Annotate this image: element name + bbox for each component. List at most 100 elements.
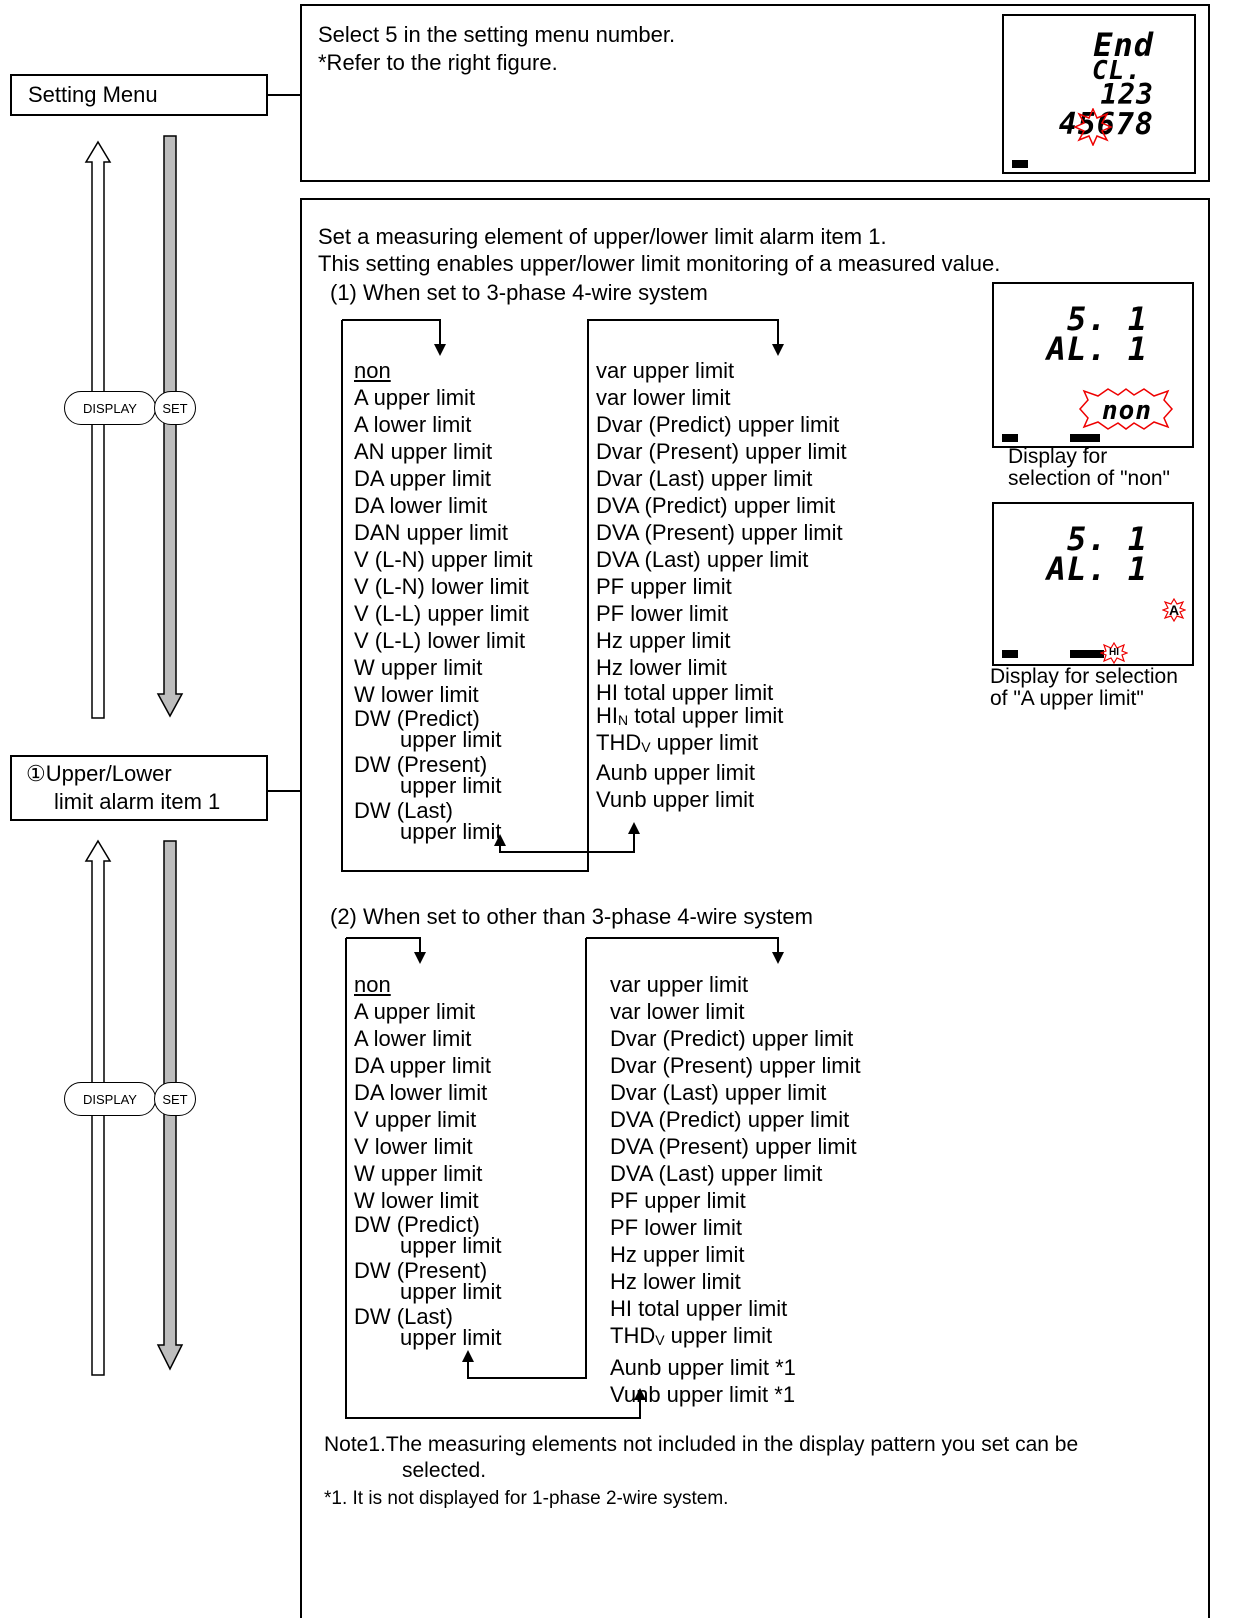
lcd-unit: A [1168, 602, 1180, 618]
lcd-row: AL. 1 [1046, 550, 1148, 588]
list-item[interactable]: THDV upper limit [610, 1322, 861, 1354]
list-item[interactable]: Hz upper limit [610, 1242, 745, 1267]
lcd-non-caption-line1: Display for [1008, 445, 1108, 468]
list-item[interactable]: A lower limit [354, 412, 472, 437]
list-item[interactable]: W upper limit [354, 655, 483, 680]
list-item[interactable]: Dvar (Last) upper limit [610, 1080, 827, 1105]
list-item[interactable]: V (L-L) upper limit [354, 601, 529, 626]
list-item[interactable]: var lower limit [610, 999, 745, 1024]
list-item[interactable]: DW (Present)upper limit [354, 1258, 502, 1304]
lcd-row: 123 [1100, 78, 1154, 111]
list-item[interactable]: A upper limit [354, 999, 476, 1024]
list-item[interactable]: HI total upper limit [610, 1296, 788, 1321]
list-item[interactable]: AN upper limit [354, 439, 493, 464]
item-text: upper limit [400, 773, 502, 798]
list-item[interactable]: var upper limit [610, 972, 749, 997]
list-item[interactable]: non [354, 972, 391, 997]
list-item[interactable]: PF upper limit [610, 1188, 746, 1213]
list-item[interactable]: non [354, 358, 391, 383]
list-item[interactable]: DW (Last)upper limit [354, 1304, 501, 1349]
item-text: DW (Last) [354, 1304, 453, 1329]
note1-line1: Note1.The measuring elements not include… [324, 1433, 1079, 1456]
list-item[interactable]: DVA (Last) upper limit [596, 547, 809, 572]
list-item[interactable]: Aunb upper limit *1 [610, 1355, 796, 1380]
list-item[interactable]: var upper limit [596, 358, 735, 383]
list-item[interactable]: HI total upper limit [596, 680, 774, 705]
item-subscript: N [618, 712, 629, 728]
list-item[interactable]: DVA (Last) upper limit [610, 1161, 823, 1186]
list-item[interactable]: Hz upper limit [596, 628, 731, 653]
item-text: upper limit [400, 1279, 502, 1304]
list-item[interactable]: var lower limit [596, 385, 731, 410]
list-item[interactable]: Vunb upper limit *1 [610, 1382, 796, 1407]
blink-burst-icon [1074, 108, 1112, 146]
set-key[interactable]: SET [154, 391, 196, 425]
step2-instruction: Set a measuring element of upper/lower l… [318, 224, 887, 249]
list-item[interactable]: Vunb upper limit [596, 787, 755, 812]
item-subscript: V [655, 1332, 665, 1348]
list-item[interactable]: A lower limit [354, 1026, 472, 1051]
connector-line [268, 790, 302, 792]
display-key[interactable]: DISPLAY [64, 391, 156, 425]
list-item[interactable]: DA upper limit [354, 466, 491, 491]
step2-box: Set a measuring element of upper/lower l… [300, 198, 1210, 1618]
item-text: THD [596, 730, 642, 755]
lcd-indicator [1070, 434, 1100, 442]
list-item[interactable]: DVA (Predict) upper limit [596, 493, 836, 518]
list-item[interactable]: DW (Predict)upper limit [354, 708, 532, 752]
list-item[interactable]: DW (Last)upper limit [354, 798, 532, 843]
list-item[interactable]: Dvar (Present) upper limit [596, 439, 847, 464]
lcd-indicator [1002, 650, 1018, 658]
section1-cycle-diagram [341, 319, 784, 872]
lcd-row: 5. 1 [1066, 520, 1148, 558]
list-item[interactable]: DA lower limit [354, 1080, 488, 1105]
list-item[interactable]: Aunb upper limit [596, 760, 755, 785]
list-item[interactable]: DA lower limit [354, 493, 488, 518]
list-item[interactable]: W lower limit [354, 1188, 479, 1213]
lcd-a-caption-line2: of "A upper limit" [990, 687, 1144, 710]
section2-cycle-diagram [345, 937, 784, 1419]
lcd-row: 5. 1 [1066, 300, 1148, 338]
list-item[interactable]: Dvar (Last) upper limit [596, 466, 813, 491]
list-item[interactable]: DVA (Present) upper limit [610, 1134, 857, 1159]
item-text: upper limit [664, 1323, 773, 1348]
list-item[interactable]: THDV upper limit [596, 731, 847, 759]
list-item[interactable]: Dvar (Predict) upper limit [610, 1026, 854, 1051]
list-item[interactable]: DA upper limit [354, 1053, 491, 1078]
list-item[interactable]: PF upper limit [596, 574, 732, 599]
list-item[interactable]: V (L-N) upper limit [354, 547, 533, 572]
down-arrow [156, 135, 184, 718]
list-item[interactable]: V upper limit [354, 1107, 477, 1132]
list-item[interactable]: Dvar (Present) upper limit [610, 1053, 861, 1078]
list-item[interactable]: PF lower limit [596, 601, 729, 626]
blink-burst-icon [1162, 598, 1186, 622]
item-text: HI [596, 703, 618, 728]
step1-note: *Refer to the right figure. [318, 50, 558, 75]
section1-left-list: non A upper limit A lower limit AN upper… [354, 357, 533, 843]
list-item[interactable]: DW (Predict)upper limit [354, 1214, 501, 1257]
list-item[interactable]: Dvar (Predict) upper limit [596, 412, 840, 437]
section1-heading: (1) When set to 3-phase 4-wire system [330, 280, 708, 305]
list-item[interactable]: DVA (Predict) upper limit [610, 1107, 850, 1132]
list-item[interactable]: V lower limit [354, 1134, 473, 1159]
item-text: total upper limit [628, 703, 784, 728]
list-item[interactable]: W lower limit [354, 682, 479, 707]
item-text: DW (Present) [354, 1258, 488, 1283]
list-item[interactable]: V (L-N) lower limit [354, 574, 529, 599]
list-item[interactable]: V (L-L) lower limit [354, 628, 526, 653]
list-item[interactable]: DAN upper limit [354, 520, 509, 545]
item-text: DW (Last) [354, 798, 453, 823]
lcd-value: non [1102, 396, 1152, 426]
list-item[interactable]: A upper limit [354, 385, 476, 410]
list-item[interactable]: Hz lower limit [610, 1269, 741, 1294]
list-item[interactable]: DW (Present)upper limit [354, 754, 532, 798]
list-item[interactable]: W upper limit [354, 1161, 483, 1186]
item-text: upper limit [400, 727, 502, 752]
list-item[interactable]: DVA (Present) upper limit [596, 520, 843, 545]
set-key[interactable]: SET [154, 1082, 196, 1116]
display-key[interactable]: DISPLAY [64, 1082, 156, 1116]
list-item[interactable]: Hz lower limit [596, 655, 727, 680]
list-item[interactable]: PF lower limit [610, 1215, 743, 1240]
list-item[interactable]: HIN total upper limit [596, 705, 847, 731]
lcd-indicator [1002, 434, 1018, 442]
